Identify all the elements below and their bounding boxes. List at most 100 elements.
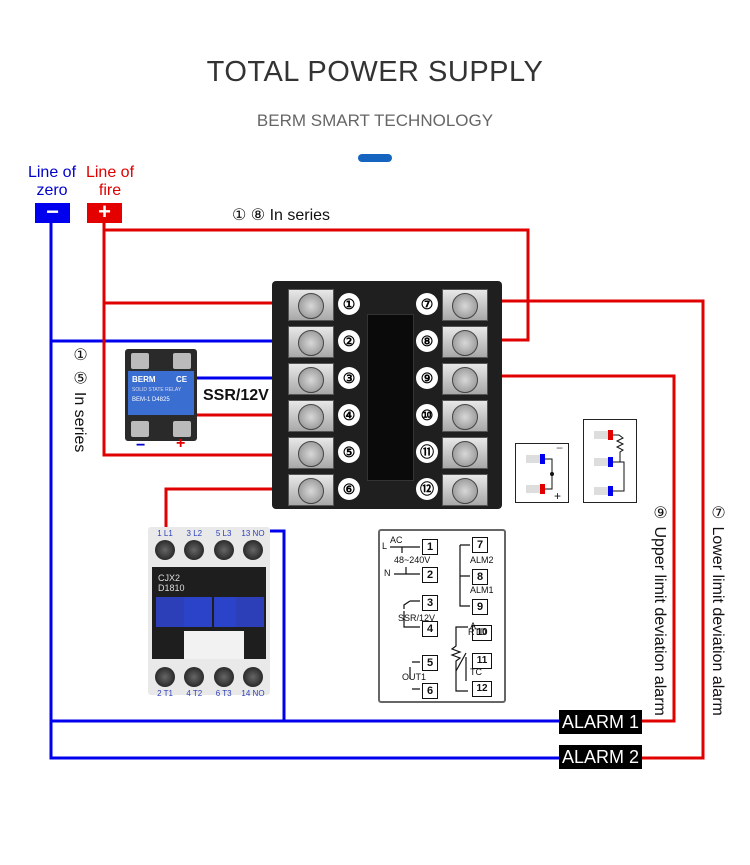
schematic-terminal-box: 1 xyxy=(422,539,438,555)
zero-line-label: Line of zero xyxy=(22,164,82,200)
schematic-terminal-box: 5 xyxy=(422,655,438,671)
contactor-window xyxy=(184,631,244,659)
screw-icon xyxy=(298,404,324,430)
series-1-5-annotation: ① ⑤ In series xyxy=(71,345,88,453)
solid-state-relay: BERM CE SOLID STATE RELAY BEM-1 D4825 xyxy=(125,349,197,441)
rtd-terminal-illustration xyxy=(583,419,637,503)
zero-label-line1: Line of xyxy=(27,164,77,181)
screw-icon xyxy=(155,667,175,687)
terminal-schematic: AC L 48~240V N SSR/12V OUT1 ALM2 ALM1 RT… xyxy=(378,529,506,703)
contactor-coil-panel xyxy=(236,597,264,627)
contactor-terminal: 3 L2 xyxy=(181,529,207,562)
schematic-ssr-label: SSR/12V xyxy=(398,613,436,623)
schematic-terminal-box: 7 xyxy=(472,537,488,553)
schematic-alm1-label: ALM1 xyxy=(470,585,494,595)
screw-icon xyxy=(452,478,478,504)
screw-icon xyxy=(213,667,234,687)
terminal-screw-left xyxy=(288,474,334,506)
screw-icon xyxy=(298,330,324,356)
contactor-terminal-label: 5 L3 xyxy=(215,529,232,538)
screw-icon xyxy=(155,540,175,560)
terminal-screw-left xyxy=(288,437,334,469)
schematic-terminal-box: 12 xyxy=(472,681,492,697)
schematic-lines xyxy=(390,544,470,692)
screw-icon xyxy=(213,540,234,560)
page-subtitle: BERM SMART TECHNOLOGY xyxy=(256,111,494,130)
wire-terminal-7-lower-alarm xyxy=(480,299,705,760)
schematic-ac-label: AC xyxy=(390,535,403,545)
terminal-number: ⑥ xyxy=(338,478,360,500)
fire-label-line1: Line of xyxy=(85,164,135,181)
schematic-terminal-box: 3 xyxy=(422,595,438,611)
contactor-terminal: 2 T1 xyxy=(152,665,178,698)
zero-wire-main xyxy=(49,220,560,760)
ssr-model: BEM-1 D4825 xyxy=(132,397,170,403)
terminal-number: ⑧ xyxy=(416,330,438,352)
contactor-model-line2: D1810 xyxy=(158,583,185,593)
schematic-terminal-box: 9 xyxy=(472,599,488,615)
tc-terminal-illustration: −+ xyxy=(515,441,569,503)
terminal-number: ⑫ xyxy=(416,478,438,500)
tc-terminal-icon: −+ xyxy=(526,441,563,503)
contactor-terminal-label: 4 T2 xyxy=(186,689,203,698)
ssr-brand: BERM xyxy=(132,375,156,384)
contactor-terminal-label: 2 T1 xyxy=(157,689,173,698)
schematic-terminal-box: 11 xyxy=(472,653,492,669)
screw-icon xyxy=(298,478,324,504)
contactor-model-line1: CJX2 xyxy=(158,573,181,583)
contactor-terminal: 13 NO xyxy=(240,529,266,562)
screw-icon xyxy=(242,540,263,560)
contactor-terminal-label: 1 L1 xyxy=(157,529,173,538)
screw-icon xyxy=(452,404,478,430)
wire-terminal-9-upper-alarm xyxy=(480,374,676,723)
svg-text:−: − xyxy=(556,444,563,455)
terminal-screw-left xyxy=(288,289,334,321)
alarm-1-label: ALARM 1 xyxy=(559,710,643,734)
ce-mark-icon: CE xyxy=(176,375,188,384)
terminal-screw-left xyxy=(288,400,334,432)
terminal-screw-right xyxy=(442,326,488,358)
page-title: TOTAL POWER SUPPLY xyxy=(206,56,544,88)
terminal-screw-right xyxy=(442,474,488,506)
schematic-terminal-box: 8 xyxy=(472,569,488,585)
ssr-voltage-label: SSR/12V xyxy=(203,387,269,404)
screw-icon xyxy=(452,367,478,393)
contactor-wire-terminal-6 xyxy=(164,487,310,545)
schematic-out1-label: OUT1 xyxy=(402,672,427,682)
ssr-screw-icon xyxy=(131,421,149,437)
upper-limit-alarm-label: ⑨ Upper limit deviation alarm xyxy=(651,503,668,716)
screw-icon xyxy=(298,293,324,319)
terminal-number: ③ xyxy=(338,367,360,389)
contactor-terminal: 5 L3 xyxy=(211,529,237,562)
contactor-model: CJX2 D1810 xyxy=(158,573,185,593)
lower-limit-alarm-label: ⑦ Lower limit deviation alarm xyxy=(709,503,726,716)
plus-icon: + xyxy=(87,201,122,223)
schematic-rtd-label: RTD xyxy=(468,627,487,637)
screw-icon xyxy=(298,367,324,393)
contactor-terminal: 14 NO xyxy=(240,665,266,698)
screw-icon xyxy=(452,441,478,467)
contactor-terminal-label: 14 NO xyxy=(241,689,265,698)
terminal-number: ⑤ xyxy=(338,441,360,463)
fire-line-label: Line of fire xyxy=(80,164,140,200)
terminal-screw-right xyxy=(442,437,488,469)
terminal-number: ⑨ xyxy=(416,367,438,389)
schematic-terminal-box: 4 xyxy=(422,621,438,637)
terminal-screw-left xyxy=(288,326,334,358)
minus-icon: − xyxy=(35,201,70,223)
contactor-terminal: 1 L1 xyxy=(152,529,178,562)
fire-label-line2: fire xyxy=(98,182,122,199)
screw-icon xyxy=(184,667,205,687)
accent-divider xyxy=(358,154,392,162)
contactor-coil-panel xyxy=(184,597,212,627)
ssr-type: SOLID STATE RELAY xyxy=(132,387,182,393)
contactor-terminal: 4 T2 xyxy=(181,665,207,698)
series-1-8-annotation: ① ⑧ In series xyxy=(232,207,331,224)
contactor-terminal-label: 13 NO xyxy=(241,529,265,538)
schematic-l-label: L xyxy=(382,541,388,551)
schematic-terminal-box: 6 xyxy=(422,683,438,699)
terminal-number: ⑩ xyxy=(416,404,438,426)
schematic-terminal-box: 2 xyxy=(422,567,438,583)
fire-wire-main xyxy=(102,220,310,457)
rtd-terminal-icon xyxy=(594,430,625,496)
